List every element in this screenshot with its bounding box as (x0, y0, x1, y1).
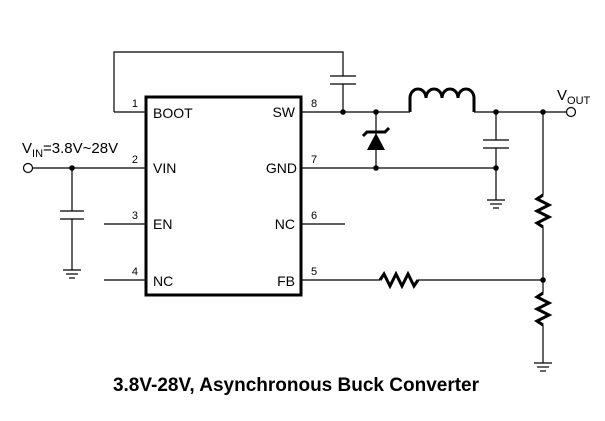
pin-name-en: EN (153, 216, 172, 232)
schottky-diode (361, 112, 391, 168)
vout-label: VOUT (557, 87, 591, 107)
pin-name-sw: SW (272, 104, 295, 120)
diagram-title: 3.8V-28V, Asynchronous Buck Converter (113, 375, 480, 396)
ic-body (144, 95, 303, 297)
junction-vin (69, 165, 75, 171)
pin-name-nc-right: NC (275, 216, 295, 232)
pin-name-fb: FB (277, 273, 295, 289)
inductor (408, 87, 476, 112)
output-capacitor (483, 112, 509, 209)
vin-label: VIN=3.8V~28V (22, 140, 118, 160)
pin-number-2: 2 (132, 154, 138, 166)
pin-number-1: 1 (132, 98, 138, 110)
pin-name-vin: VIN (153, 160, 176, 176)
right-pin-leads (301, 111, 380, 281)
pin-number-5: 5 (311, 266, 317, 278)
pin-number-3: 3 (132, 210, 138, 222)
pin-number-6: 6 (311, 210, 317, 222)
vout-terminal (565, 106, 577, 118)
pin-number-7: 7 (311, 154, 317, 166)
pin-name-nc-left: NC (153, 273, 173, 289)
pin-name-gnd: GND (266, 160, 297, 176)
feedback-divider (533, 112, 553, 372)
pin-name-boot: BOOT (153, 105, 193, 121)
pin-number-8: 8 (311, 98, 317, 110)
fb-resistor (378, 270, 543, 290)
left-pin-leads (72, 111, 146, 281)
vin-input (22, 162, 84, 279)
bootstrap-capacitor (113, 51, 356, 112)
pin-number-4: 4 (132, 266, 138, 278)
